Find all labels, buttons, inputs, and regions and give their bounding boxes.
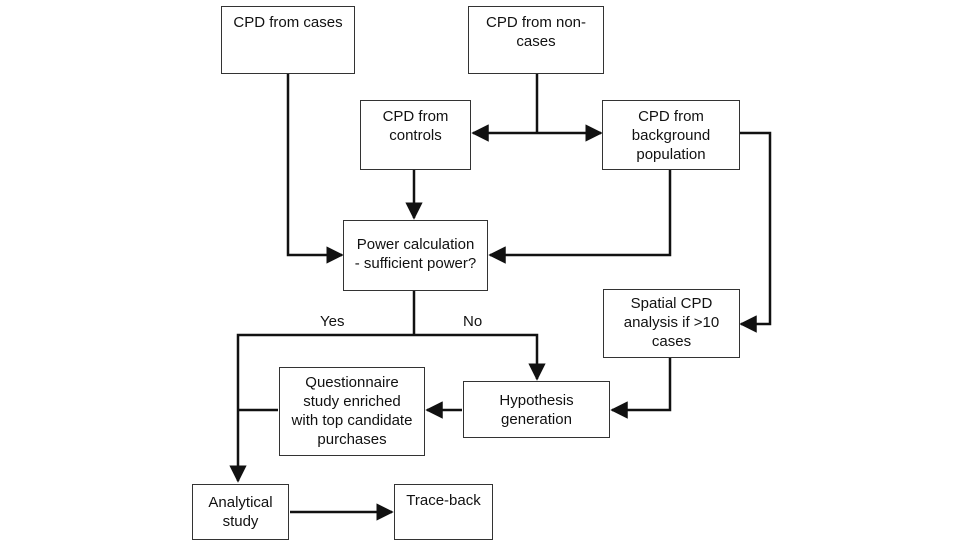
edge-cases-to-power: [286, 74, 344, 264]
node-power-calculation: Power calculation - sufficient power?: [343, 220, 488, 291]
node-hypothesis-generation: Hypothesis generation: [463, 381, 610, 438]
node-cpd-from-cases: CPD from cases: [221, 6, 355, 74]
edge-no-to-hypothesis: [414, 333, 546, 381]
node-questionnaire-study: Questionnaire study enriched with top ca…: [279, 367, 425, 456]
edge-label-no: No: [463, 313, 483, 330]
node-spatial-cpd-analysis: Spatial CPD analysis if >10 cases: [603, 289, 740, 358]
node-cpd-from-non-cases: CPD from non- cases: [468, 6, 604, 74]
node-trace-back: Trace-back: [394, 484, 493, 540]
edge-yes-to-analytical: [229, 333, 414, 483]
edge-spatial-to-hypothesis: [610, 358, 672, 419]
node-analytical-study: Analytical study: [192, 484, 289, 540]
edge-background-to-power: [488, 170, 672, 264]
node-cpd-from-background-population: CPD from background population: [602, 100, 740, 170]
edge-background-to-spatial: [739, 131, 772, 333]
node-cpd-from-controls: CPD from controls: [360, 100, 471, 170]
edge-label-yes: Yes: [320, 313, 345, 330]
